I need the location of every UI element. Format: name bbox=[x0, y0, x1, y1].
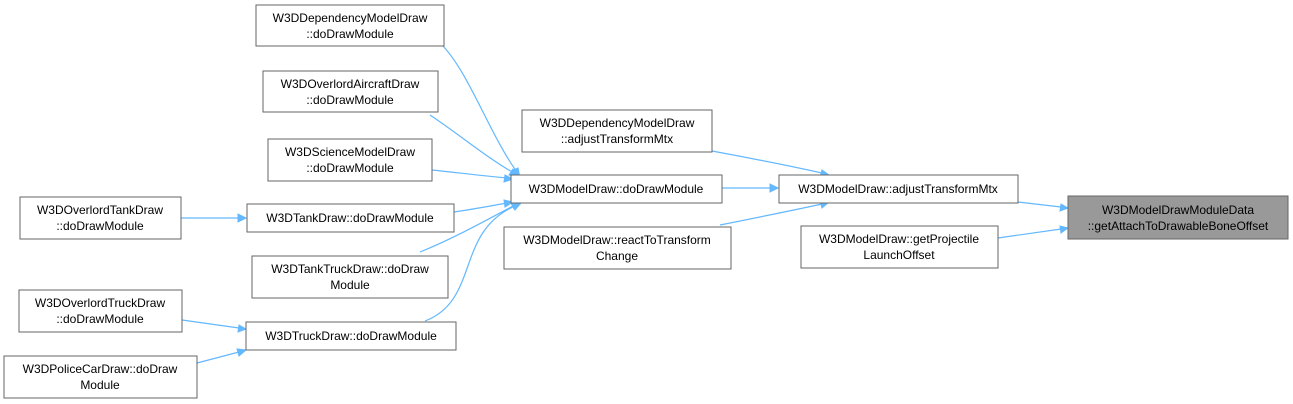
node-tank-dodraw[interactable]: W3DTankDraw::doDrawModule bbox=[246, 203, 455, 233]
node-label-line: ::doDrawModule bbox=[306, 93, 394, 107]
node-policecar-dodraw[interactable]: W3DPoliceCarDraw::doDraw Module bbox=[3, 355, 198, 399]
node-label-line: ::adjustTransformMtx bbox=[561, 132, 673, 146]
node-label-line: LaunchOffset bbox=[863, 248, 935, 262]
node-label-line: W3DTruckDraw::doDrawModule bbox=[265, 329, 437, 343]
edge-overlord-aircraft-to-model-dodraw bbox=[429, 114, 521, 179]
node-label-line: Module bbox=[330, 278, 370, 292]
edge-model-adjust-to-root bbox=[1017, 201, 1070, 212]
node-label-line: Change bbox=[596, 249, 638, 263]
node-label-line: ::doDrawModule bbox=[306, 161, 394, 175]
node-model-adjust[interactable]: W3DModelDraw::adjustTransformMtx bbox=[778, 174, 1019, 204]
node-label-line: ::getAttachToDrawableBoneOffset bbox=[1088, 219, 1269, 233]
node-label-line: W3DModelDraw::reactToTransform bbox=[523, 233, 711, 247]
node-overlord-truck-dodraw[interactable]: W3DOverlordTruckDraw ::doDrawModule bbox=[18, 289, 183, 333]
node-tanktruck-dodraw[interactable]: W3DTankTruckDraw::doDraw Module bbox=[251, 255, 449, 299]
node-label-line: W3DModelDraw::adjustTransformMtx bbox=[798, 182, 998, 196]
edge-science-to-model-dodraw bbox=[431, 169, 515, 183]
edge-model-react-to-model-adjust bbox=[719, 200, 831, 226]
node-label-line: W3DDependencyModelDraw bbox=[273, 11, 428, 25]
node-model-dodraw[interactable]: W3DModelDraw::doDrawModule bbox=[510, 174, 723, 204]
edge-overlord-truck-to-truck bbox=[181, 319, 248, 333]
nodes: W3DDependencyModelDraw ::doDrawModule W3… bbox=[3, 4, 1289, 399]
node-science-dodraw[interactable]: W3DScienceModelDraw ::doDrawModule bbox=[267, 138, 433, 182]
edge-policecar-to-truck bbox=[196, 348, 248, 364]
node-label-line: W3DDependencyModelDraw bbox=[540, 116, 695, 130]
node-dependency-dodraw[interactable]: W3DDependencyModelDraw ::doDrawModule bbox=[255, 4, 445, 47]
node-label-line: W3DModelDraw::getProjectile bbox=[819, 232, 979, 246]
node-label-line: W3DModelDraw::doDrawModule bbox=[529, 182, 704, 196]
node-dependency-adjust[interactable]: W3DDependencyModelDraw ::adjustTransform… bbox=[521, 109, 713, 153]
node-truck-dodraw[interactable]: W3DTruckDraw::doDrawModule bbox=[245, 321, 457, 351]
edge-model-projectile-to-root bbox=[997, 225, 1070, 239]
node-label-line: W3DOverlordAircraftDraw bbox=[281, 77, 420, 91]
node-label-line: W3DScienceModelDraw bbox=[285, 145, 415, 159]
node-overlord-tank-dodraw[interactable]: W3DOverlordTankDraw ::doDrawModule bbox=[19, 196, 182, 240]
node-label-line: ::doDrawModule bbox=[56, 312, 144, 326]
node-label-line: W3DModelDrawModuleData bbox=[1102, 203, 1254, 217]
node-model-react[interactable]: W3DModelDraw::reactToTransform Change bbox=[503, 226, 732, 270]
edge-dependency-dodraw-to-model-dodraw bbox=[442, 45, 521, 180]
node-root-getattach[interactable]: W3DModelDrawModuleData ::getAttachToDraw… bbox=[1067, 195, 1289, 240]
node-label-line: W3DTankTruckDraw::doDraw bbox=[271, 262, 429, 276]
node-label-line: W3DPoliceCarDraw::doDraw bbox=[23, 362, 178, 376]
edge-dependency-adjust-to-model-adjust bbox=[711, 150, 831, 178]
node-overlord-aircraft-dodraw[interactable]: W3DOverlordAircraftDraw ::doDrawModule bbox=[262, 70, 439, 113]
node-model-projectile[interactable]: W3DModelDraw::getProjectile LaunchOffset bbox=[800, 225, 999, 269]
edge-model-dodraw-to-model-adjust bbox=[722, 183, 780, 193]
node-label-line: ::doDrawModule bbox=[56, 219, 144, 233]
node-label-line: W3DOverlordTruckDraw bbox=[35, 296, 166, 310]
node-label-line: Module bbox=[80, 378, 120, 392]
node-label-line: W3DOverlordTankDraw bbox=[37, 203, 163, 217]
node-label-line: ::doDrawModule bbox=[306, 27, 394, 41]
node-label-line: W3DTankDraw::doDrawModule bbox=[266, 211, 434, 225]
edge-overlord-tank-to-tank bbox=[181, 213, 248, 223]
